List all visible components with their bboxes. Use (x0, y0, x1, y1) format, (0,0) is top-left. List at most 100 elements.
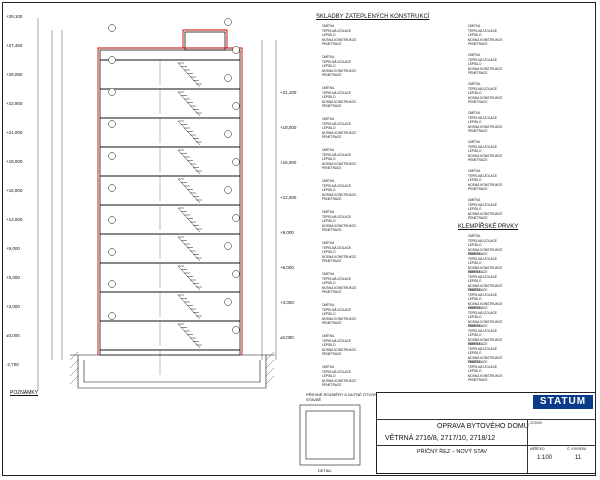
spec-line: NOSNÁ KONSTRUKCE (468, 301, 503, 306)
spec-line: TEPELNÁ IZOLACE (322, 152, 352, 157)
spec-line: LEPIDLO (468, 91, 482, 96)
spec-line: PENETRACE (322, 135, 342, 140)
spec-line: TEPELNÁ IZOLACE (468, 346, 498, 351)
spec-line: LEPIDLO (468, 297, 482, 302)
spec-line: PENETRACE (322, 352, 342, 357)
spec-line: OMÍTKA (468, 252, 481, 256)
spec-line: TEPELNÁ IZOLACE (322, 307, 352, 312)
spec-line: NOSNÁ KONSTRUKCE (468, 373, 503, 378)
ground-hatch (69, 351, 275, 385)
callout-circle (108, 24, 116, 32)
spec-line: TEPELNÁ IZOLACE (322, 28, 352, 33)
spec-line: PENETRACE (322, 73, 342, 78)
level-label: +26,050 (6, 72, 23, 77)
dimension-right (261, 40, 277, 360)
spec-line: PENETRACE (322, 228, 342, 233)
callout-circle (224, 298, 232, 306)
dimension-left (37, 18, 63, 390)
spec-line: PENETRACE (468, 306, 488, 311)
spec-line: OMÍTKA (322, 24, 335, 28)
spec-line: NOSNÁ KONSTRUKCE (322, 378, 357, 383)
spec-line: NOSNÁ KONSTRUKCE (468, 319, 503, 324)
spec-line: NOSNÁ KONSTRUKCE (322, 192, 357, 197)
scale-label: MĚŘÍTKO (530, 447, 545, 451)
level-label-right: +18,000 (280, 125, 297, 130)
spec-line: PENETRACE (322, 197, 342, 202)
spec-line: LEPIDLO (322, 188, 336, 193)
spec-line: PENETRACE (322, 42, 342, 47)
callout-circle (224, 242, 232, 250)
callout-circle (232, 214, 240, 222)
callout-circle (108, 216, 116, 224)
callout-circle (108, 312, 116, 320)
elements-title: KLEMPÍŘSKÉ PRVKY (458, 224, 519, 230)
level-label: +23,900 (6, 101, 23, 106)
spec-line: LEPIDLO (468, 315, 482, 320)
spec-line: OMÍTKA (468, 234, 481, 238)
spec-line: NOSNÁ KONSTRUKCE (468, 66, 503, 71)
spec-line: OMÍTKA (468, 53, 481, 57)
notes-block: POZNÁMKY (10, 390, 290, 470)
spec-line: OMÍTKA (468, 324, 481, 328)
spec-line: TEPELNÁ IZOLACE (468, 256, 498, 261)
drawing-title-1: OPRAVA BYTOVÉHO DOMU (437, 423, 529, 430)
callout-circle (108, 56, 116, 64)
spec-line: PENETRACE (468, 187, 488, 192)
spec-line: OMÍTKA (322, 210, 335, 214)
callout-circle (108, 280, 116, 288)
spec-line: NOSNÁ KONSTRUKCE (322, 254, 357, 259)
spec-line: LEPIDLO (322, 126, 336, 131)
spec-line: TEPELNÁ IZOLACE (468, 202, 498, 207)
stair-flight (177, 149, 201, 175)
callouts (108, 18, 240, 334)
spec-line: LEPIDLO (468, 243, 482, 248)
spec-line: PENETRACE (468, 378, 488, 383)
spec-line: NOSNÁ KONSTRUKCE (322, 161, 357, 166)
spec-line: LEPIDLO (468, 120, 482, 125)
drawing-sheet (2, 2, 596, 476)
callout-circle (232, 326, 240, 334)
stair-flight (177, 91, 201, 117)
spec-line: NOSNÁ KONSTRUKCE (468, 153, 503, 158)
level-label-right: +12,000 (280, 195, 297, 200)
callout-circle (224, 130, 232, 138)
spec-line: PENETRACE (468, 324, 488, 329)
spec-line: OMÍTKA (322, 148, 335, 152)
spec-line: PENETRACE (468, 252, 488, 257)
spec-line: OMÍTKA (468, 288, 481, 292)
spec-line: OMÍTKA (468, 24, 481, 28)
spec-line: LEPIDLO (468, 261, 482, 266)
staircase (177, 62, 202, 349)
level-label-right: +6,000 (280, 265, 294, 270)
sheet-label: Č. VÝKRESU (567, 447, 587, 451)
spec-line: TEPELNÁ IZOLACE (322, 121, 352, 126)
insulation-line (97, 29, 243, 355)
drawing-title-2: VĚTRNÁ 2716/8, 2717/10, 2718/12 (385, 435, 496, 442)
stair-flight (177, 294, 201, 320)
stair-flight (177, 120, 201, 146)
spec-line: LEPIDLO (322, 374, 336, 379)
spec-line: NOSNÁ KONSTRUKCE (468, 247, 503, 252)
spec-line: OMÍTKA (322, 303, 335, 307)
spec-line: NOSNÁ KONSTRUKCE (468, 37, 503, 42)
spec-line: OMÍTKA (322, 272, 335, 276)
spec-line: OMÍTKA (468, 140, 481, 144)
spec-line: PENETRACE (322, 166, 342, 171)
spec-line: LEPIDLO (322, 343, 336, 348)
spec-line: OMÍTKA (322, 365, 335, 369)
spec-line: TEPELNÁ IZOLACE (468, 86, 498, 91)
spec-line: NOSNÁ KONSTRUKCE (322, 316, 357, 321)
foundation (70, 354, 275, 389)
spec-line: PENETRACE (468, 71, 488, 76)
spec-line: LEPIDLO (322, 250, 336, 255)
spec-line: PENETRACE (322, 321, 342, 326)
spec-line: PENETRACE (468, 342, 488, 347)
spec-line: NOSNÁ KONSTRUKCE (468, 265, 503, 270)
spec-line: LEPIDLO (468, 33, 482, 38)
spec-line: OMÍTKA (322, 334, 335, 338)
level-label-right: +9,000 (280, 230, 294, 235)
spec-line: TEPELNÁ IZOLACE (468, 173, 498, 178)
spec-line: OMÍTKA (468, 169, 481, 173)
spec-line: PENETRACE (468, 129, 488, 134)
spec-line: LEPIDLO (322, 312, 336, 317)
